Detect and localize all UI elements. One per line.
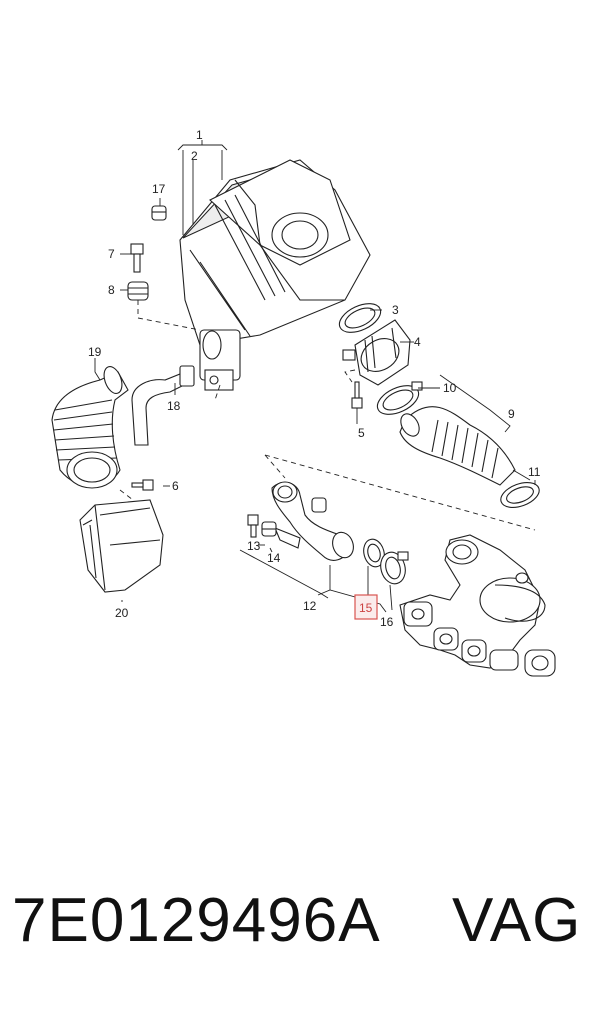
callout-9: 9 [508, 407, 515, 421]
hose-clamp-16 [380, 551, 409, 585]
air-filter-housing [179, 159, 371, 391]
callout-11: 11 [528, 465, 541, 479]
callout-3: 3 [392, 303, 399, 317]
part-number: 7E0129496A [12, 886, 381, 955]
seal-ring-15 [363, 538, 385, 568]
callout-6: 6 [172, 479, 179, 493]
callout-5: 5 [358, 426, 365, 440]
callout-15: 15 [359, 601, 373, 615]
callout-18: 18 [167, 399, 181, 413]
callout-8: 8 [108, 283, 115, 297]
grommet-17 [151, 205, 167, 221]
callout-2: 2 [191, 149, 198, 163]
rubber-mount-8 [127, 281, 149, 301]
bolt-7 [130, 243, 144, 273]
duct-cover-20 [79, 499, 164, 593]
callout-1: 1 [196, 128, 203, 142]
gasket-ring [338, 303, 382, 333]
callout-14: 14 [267, 551, 281, 565]
hose-clamp-11 [500, 482, 540, 508]
bolt-13 [247, 514, 259, 538]
callout-12: 12 [303, 599, 317, 613]
callout-leader-lines [94, 140, 536, 613]
callout-19: 19 [88, 345, 102, 359]
callout-4: 4 [414, 335, 421, 349]
callout-15-highlight-box [354, 594, 378, 620]
turbocharger [399, 534, 556, 677]
callout-17: 17 [152, 182, 166, 196]
callout-13: 13 [247, 539, 261, 553]
callout-10: 10 [443, 381, 457, 395]
callout-7: 7 [108, 247, 115, 261]
charge-pipe-12 [271, 481, 354, 561]
callout-20: 20 [115, 606, 129, 620]
footer: 7E0129496A VAG [0, 890, 600, 990]
parts-exploded-diagram: 1 2 3 4 5 6 7 8 9 10 11 12 13 14 15 16 1… [51, 128, 556, 677]
bolt-5 [351, 381, 363, 409]
brand-label: VAG [452, 886, 582, 955]
intake-duct-19 [51, 366, 129, 489]
intake-hose-9 [399, 406, 516, 486]
breather-pipe-18 [131, 365, 195, 446]
callout-16: 16 [380, 615, 394, 629]
bolt-6 [131, 479, 154, 491]
bushing-14 [261, 521, 277, 537]
air-mass-meter [342, 319, 411, 386]
hose-clamp-10 [376, 381, 423, 415]
